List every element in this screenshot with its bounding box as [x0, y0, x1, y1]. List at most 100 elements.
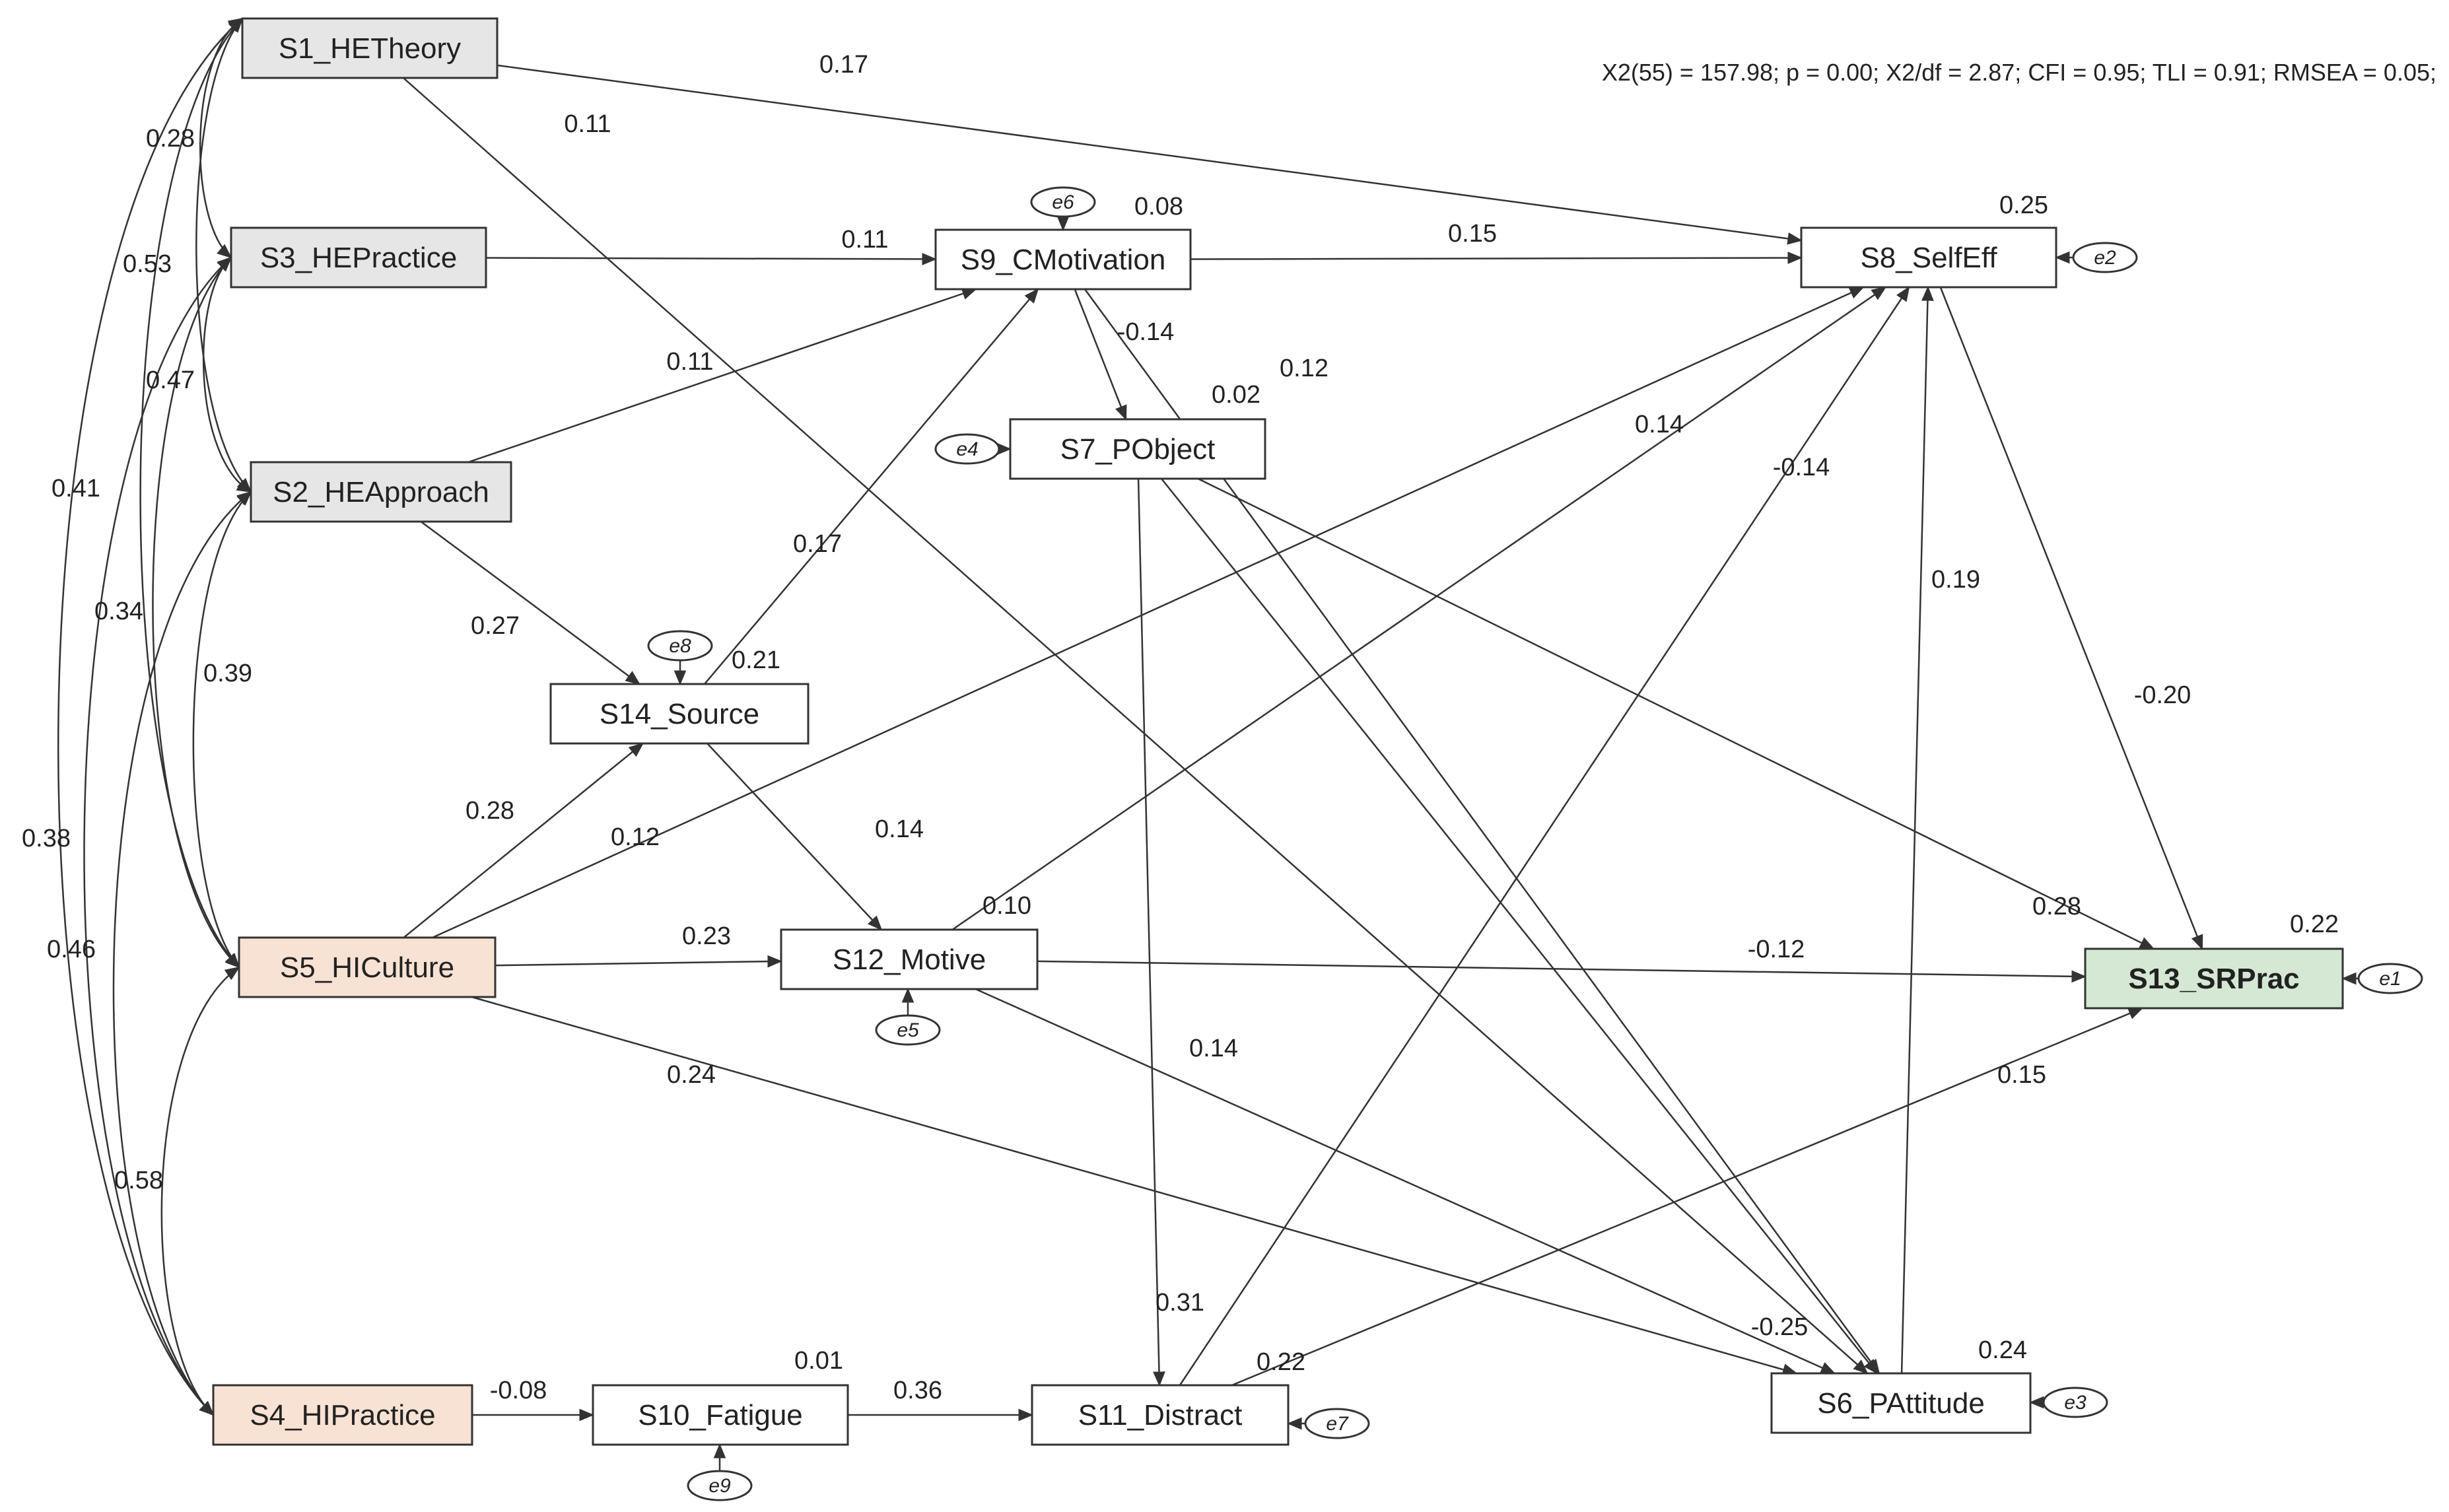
error-term-e3: e3: [2042, 1387, 2108, 1418]
node-label: S5_HICulture: [280, 951, 454, 984]
error-term-e7: e7: [1304, 1408, 1370, 1439]
path-label-S3-S9: 0.11: [841, 226, 888, 254]
node-label: S8_SelfEff: [1860, 242, 1997, 274]
path-S1-S8: [497, 64, 1803, 245]
path-label-S5-S8: 0.12: [611, 823, 660, 851]
node-label: S14_Source: [600, 698, 759, 730]
path-label-S11-S8: -0.14: [1773, 454, 1830, 481]
covariance-label-S1-S5: 0.41: [52, 475, 100, 502]
path-S12-S8: [951, 286, 1887, 931]
node-label: S1_HETheory: [279, 32, 461, 65]
covariance-S3-S4: [83, 256, 232, 1416]
path-label-S2-S9: 0.11: [666, 348, 713, 376]
r-squared-S13: 0.22: [2290, 911, 2339, 938]
path-S9-S7: [1074, 289, 1127, 421]
path-S12-S13: [1037, 960, 2087, 983]
error-label: e7: [1326, 1413, 1349, 1435]
node-S5: S5_HICulture: [238, 936, 497, 998]
fit-statistics: X2(55) = 157.98; p = 0.00; X2/df = 2.87;…: [1602, 59, 2436, 86]
r-squared-S9: 0.08: [1134, 193, 1183, 221]
path-label-S1-S6: 0.11: [564, 110, 611, 138]
path-label-S12-S6: 0.14: [1189, 1035, 1238, 1062]
path-S7-S6: [1161, 478, 1879, 1375]
error-term-e5: e5: [875, 1014, 941, 1046]
covariance-label-S1-S3: 0.28: [146, 125, 195, 153]
error-label: e3: [2064, 1392, 2087, 1414]
path-label-S14-S12: 0.14: [875, 815, 924, 843]
error-label: e6: [1052, 191, 1074, 213]
path-label-S10-S11: 0.36: [893, 1377, 942, 1404]
path-S9-S8: [1190, 252, 1803, 264]
node-S8: S8_SelfEff: [1800, 226, 2057, 289]
error-term-e6: e6: [1030, 186, 1096, 218]
error-term-e8: e8: [647, 630, 713, 662]
path-S7-S13: [1197, 477, 2155, 950]
path-label-S7-S13: 0.28: [2032, 893, 2081, 920]
path-S7-S11: [1137, 478, 1165, 1387]
node-label: S11_Distract: [1078, 1399, 1243, 1431]
node-S6: S6_PAttitude: [1770, 1372, 2032, 1434]
error-term-e4: e4: [934, 433, 1000, 465]
error-label: e2: [2094, 247, 2116, 269]
path-label-S9-S7: -0.14: [1117, 318, 1175, 346]
node-S4: S4_HIPractice: [212, 1384, 473, 1446]
r-squared-S10: 0.01: [794, 1347, 843, 1375]
label-layer: 0.280.530.470.410.340.390.380.460.580.17…: [22, 51, 2339, 1404]
error-term-e1: e1: [2357, 963, 2423, 994]
path-label-S5-S6: 0.24: [667, 1061, 716, 1089]
path-label-S8-S13: -0.20: [2134, 681, 2191, 709]
path-S2-S14: [420, 520, 640, 685]
covariance-S2-S4: [112, 491, 252, 1416]
path-label-S11-S13: 0.15: [1997, 1061, 2046, 1089]
node-label: S13_SRPrac: [2128, 963, 2299, 995]
covariance-S1-S5: [139, 17, 244, 969]
path-label-S9-S8: 0.15: [1448, 220, 1497, 248]
covariance-label-S1-S2: 0.53: [123, 250, 172, 278]
path-S12-S6: [975, 988, 1836, 1375]
covariance-S3-S5: [152, 256, 240, 969]
node-S9: S9_CMotivation: [934, 228, 1192, 291]
node-S2: S2_HEApproach: [250, 461, 512, 523]
node-label: S9_CMotivation: [961, 244, 1166, 276]
path-label-S9-S6: 0.12: [1280, 355, 1328, 382]
r-squared-S11: 0.22: [1257, 1348, 1305, 1376]
path-S5-S6: [471, 996, 1798, 1376]
path-S5-S14: [403, 742, 644, 938]
node-S13: S13_SRPrac: [2084, 947, 2344, 1010]
node-label: S10_Fatigue: [638, 1399, 803, 1431]
path-S14-S12: [707, 743, 883, 931]
covariance-label-S2-S5: 0.39: [203, 660, 252, 687]
covariance-S3-S2: [203, 256, 252, 493]
path-layer: [403, 64, 2203, 1422]
path-S5-S12: [495, 955, 782, 968]
error-term-e9: e9: [687, 1470, 753, 1501]
covariance-layer: [57, 17, 252, 1416]
error-label: e1: [2379, 968, 2401, 990]
node-label: S7_PObject: [1060, 433, 1216, 465]
r-squared-S12: 0.10: [983, 892, 1031, 920]
path-S6-S8: [1900, 286, 1934, 1374]
node-label: S4_HIPractice: [250, 1399, 435, 1431]
path-label-S5-S14: 0.28: [466, 797, 514, 825]
path-label-S6-S8: 0.19: [1931, 566, 1980, 594]
node-label: S2_HEApproach: [273, 476, 489, 508]
covariance-label-S3-S5: 0.34: [94, 598, 143, 625]
error-label: e9: [708, 1475, 731, 1497]
covariance-S1-S3: [199, 17, 244, 259]
path-label-S4-S10: -0.08: [490, 1377, 547, 1404]
path-label-S2-S14: 0.27: [471, 612, 520, 640]
path-label-S5-S12: 0.23: [682, 922, 731, 950]
node-label: S6_PAttitude: [1817, 1387, 1985, 1420]
node-layer: S1_HETheoryS3_HEPracticeS2_HEApproachS5_…: [212, 17, 2344, 1446]
covariance-label-S3-S4: 0.46: [47, 936, 96, 963]
path-S5-S8: [432, 286, 1865, 939]
r-squared-S14: 0.21: [732, 646, 780, 674]
path-S14-S9: [704, 288, 1039, 685]
node-S7: S7_PObject: [1009, 418, 1266, 480]
r-squared-S6: 0.24: [1978, 1336, 2027, 1364]
path-label-S7-S6: -0.25: [1751, 1313, 1809, 1341]
path-S1-S6: [403, 77, 1869, 1375]
path-label-S12-S8: 0.14: [1635, 411, 1684, 438]
covariance-label-S1-S4: 0.38: [22, 825, 71, 852]
